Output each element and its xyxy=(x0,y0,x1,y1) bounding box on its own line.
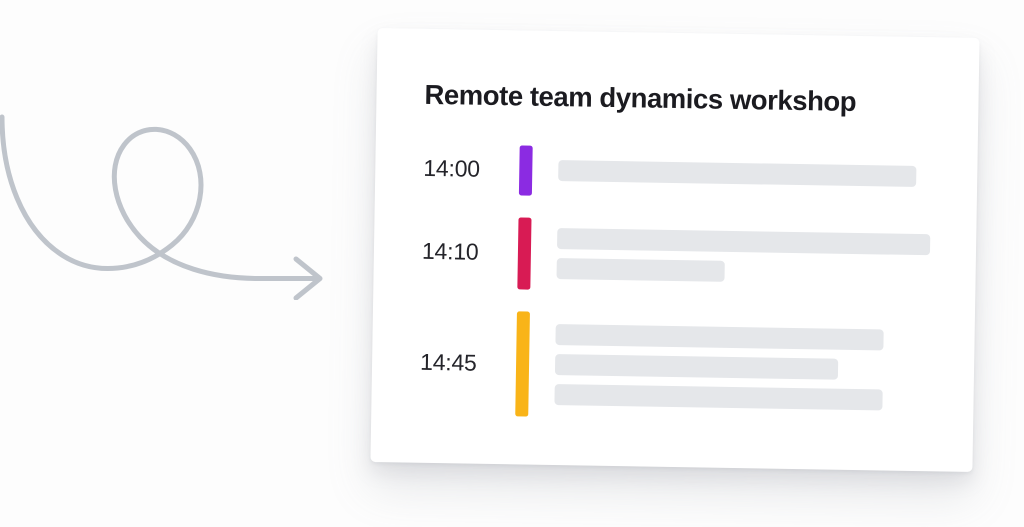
agenda-card-body: Remote team dynamics workshop 14:00 14:1… xyxy=(370,28,979,472)
agenda-row-accent-bar-amber xyxy=(515,311,530,417)
agenda-row[interactable]: 14:00 xyxy=(423,143,932,201)
agenda-row-time: 14:45 xyxy=(419,348,477,376)
agenda-row[interactable]: 14:45 xyxy=(419,309,929,422)
agenda-row[interactable]: 14:10 xyxy=(421,215,931,295)
placeholder-line xyxy=(554,383,883,411)
agenda-row-accent-bar-purple xyxy=(518,145,533,196)
arrow-head-path xyxy=(293,256,323,300)
placeholder-line xyxy=(555,323,884,351)
agenda-row-content xyxy=(556,228,931,285)
arrow-curve-path xyxy=(0,114,319,282)
placeholder-line xyxy=(556,228,931,256)
page-title: Remote team dynamics workshop xyxy=(424,78,857,117)
agenda-row-content xyxy=(558,160,931,188)
agenda-card: Remote team dynamics workshop 14:00 14:1… xyxy=(370,28,980,472)
agenda-row-time: 14:10 xyxy=(421,237,479,265)
agenda-row-accent-bar-crimson xyxy=(517,217,532,290)
placeholder-line xyxy=(554,353,839,380)
curved-looping-arrow-icon xyxy=(0,114,323,300)
agenda-row-time: 14:00 xyxy=(423,154,481,182)
placeholder-line xyxy=(558,160,917,188)
agenda-row-content xyxy=(554,323,928,411)
placeholder-line xyxy=(556,258,725,282)
